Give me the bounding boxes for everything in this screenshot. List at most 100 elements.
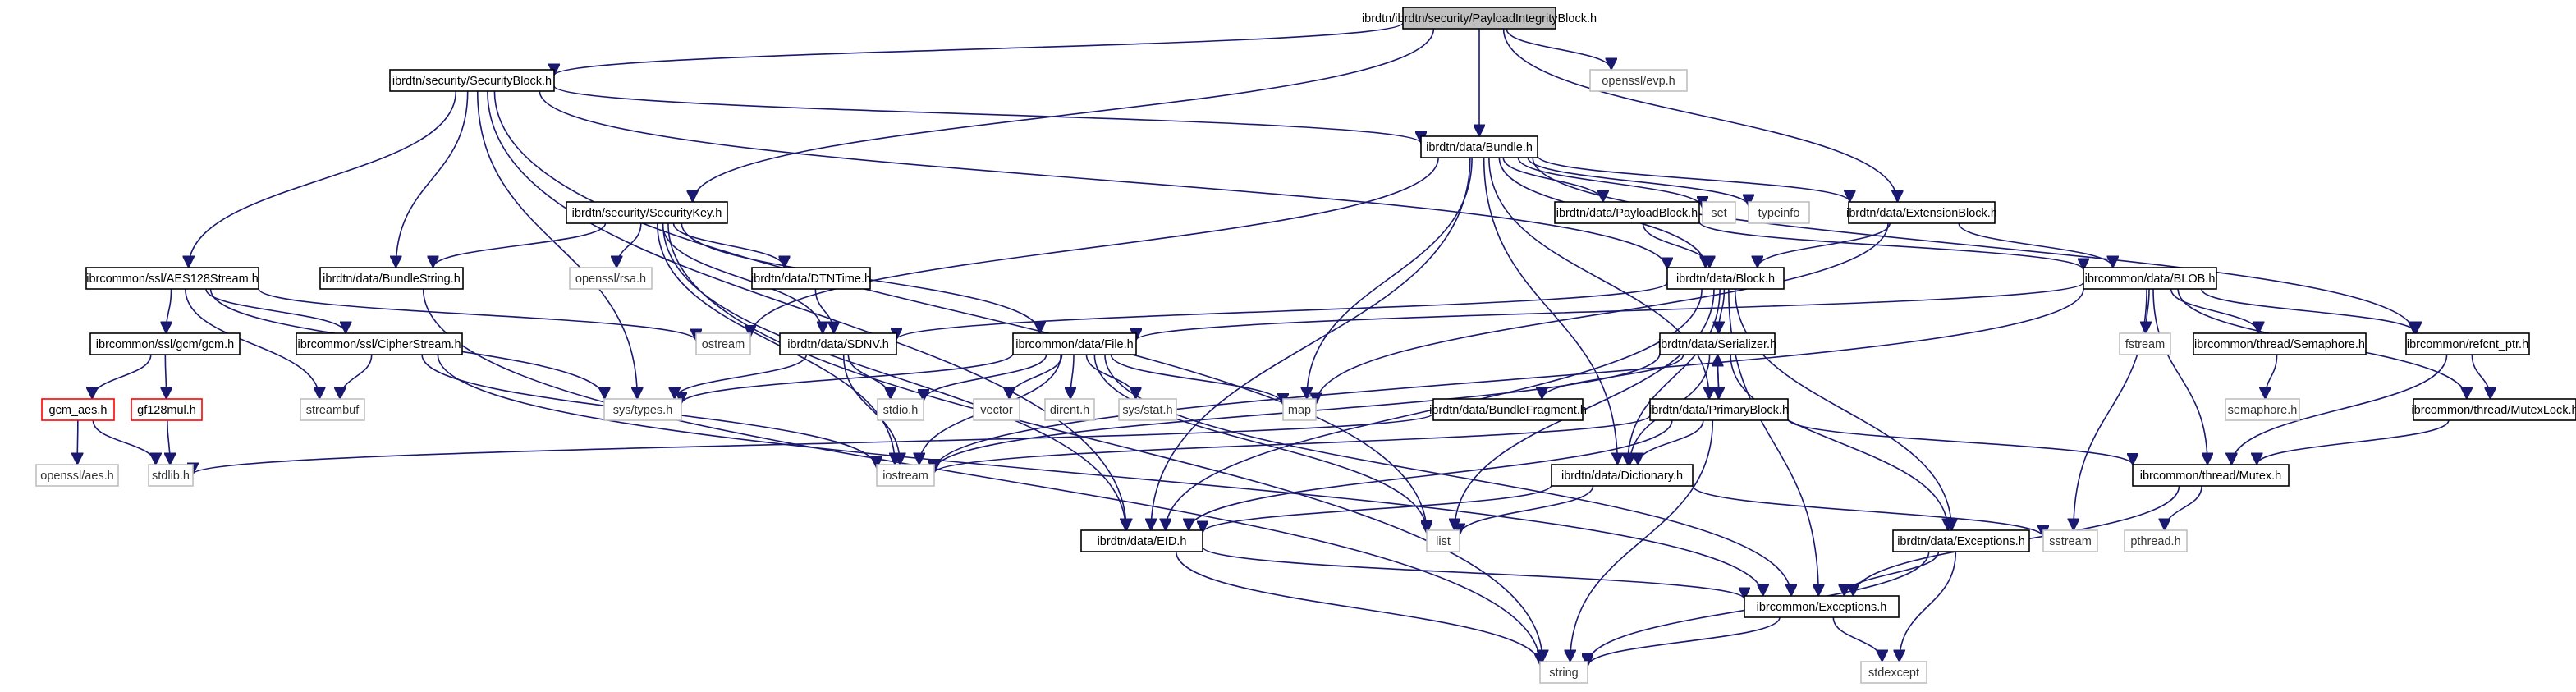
edge-layer bbox=[77, 22, 2490, 667]
edge-dexc-to-stdexcept bbox=[1900, 551, 1957, 662]
node-label-bundle: ibrdtn/data/Bundle.h bbox=[1426, 141, 1533, 154]
node-box-seckey bbox=[566, 201, 728, 224]
edge-refcnt-to-mutex bbox=[2231, 354, 2448, 465]
node-pthread: pthread.h bbox=[2124, 529, 2188, 552]
node-label-stdexcept: stdexcept bbox=[1868, 667, 1919, 680]
node-exc[interactable]: ibrcommon/Exceptions.h bbox=[1744, 595, 1900, 618]
node-label-vector: vector bbox=[980, 404, 1013, 417]
edge-eid-to-exc bbox=[1202, 546, 1744, 600]
node-refcnt[interactable]: ibrcommon/refcnt_ptr.h bbox=[2405, 332, 2530, 355]
node-sema[interactable]: ibrcommon/thread/Semaphore.h bbox=[2193, 332, 2367, 355]
node-label-bfrag: ibrdtn/data/BundleFragment.h bbox=[1429, 404, 1587, 417]
node-box-bstring bbox=[319, 267, 464, 290]
node-semah: semaphore.h bbox=[2225, 398, 2300, 421]
edge-bundle-to-dict bbox=[1483, 157, 1618, 465]
node-box-blob bbox=[2083, 267, 2217, 290]
edge-file-to-stdio bbox=[924, 354, 1047, 401]
node-label-pthread: pthread.h bbox=[2130, 535, 2180, 548]
node-box-gf128 bbox=[131, 398, 203, 421]
node-primary[interactable]: ibrdtn/data/PrimaryBlock.h bbox=[1649, 398, 1789, 421]
node-box-gcm bbox=[89, 332, 241, 355]
edge-secblock-to-systypes bbox=[476, 90, 638, 399]
node-box-typeinfo bbox=[1748, 201, 1810, 224]
node-bundle[interactable]: ibrdtn/data/Bundle.h bbox=[1420, 135, 1538, 158]
node-box-exc bbox=[1744, 595, 1900, 618]
node-label-extblock: ibrdtn/data/ExtensionBlock.h bbox=[1846, 207, 1997, 220]
edge-refcnt-to-mutexlock bbox=[2471, 354, 2490, 399]
edge-aes128-to-gcm bbox=[166, 288, 171, 333]
node-sysstat: sys/stat.h bbox=[1118, 398, 1177, 421]
edge-cipher-to-exc bbox=[437, 354, 1762, 596]
node-label-semah: semaphore.h bbox=[2228, 404, 2298, 417]
node-gcm[interactable]: ibrcommon/ssl/gcm/gcm.h bbox=[89, 332, 241, 355]
edge-dexc-to-exc bbox=[1845, 551, 1940, 597]
node-mutexlock[interactable]: ibrcommon/thread/MutexLock.h bbox=[2411, 398, 2576, 421]
node-label-secblock: ibrdtn/security/SecurityBlock.h bbox=[392, 75, 552, 88]
edge-root-to-secblock bbox=[554, 22, 1404, 76]
edge-block-to-sdnv bbox=[896, 282, 1668, 341]
node-label-primary: ibrdtn/data/PrimaryBlock.h bbox=[1649, 404, 1789, 417]
edge-gf128-to-stdlib bbox=[167, 419, 170, 465]
node-box-sstream bbox=[2042, 529, 2098, 552]
node-mutex[interactable]: ibrcommon/thread/Mutex.h bbox=[2132, 464, 2290, 487]
node-box-string bbox=[1539, 661, 1588, 684]
node-serial[interactable]: ibrdtn/data/Serializer.h bbox=[1658, 332, 1776, 355]
node-label-serial: ibrdtn/data/Serializer.h bbox=[1658, 338, 1776, 351]
edge-dict-to-sstream bbox=[1692, 485, 2043, 538]
edge-aes128-to-streambuf bbox=[185, 288, 319, 399]
node-box-iostream bbox=[876, 464, 935, 487]
node-bstring[interactable]: ibrdtn/data/BundleString.h bbox=[319, 267, 464, 290]
edge-sema-to-semah bbox=[2265, 354, 2278, 399]
node-list: list bbox=[1426, 529, 1460, 552]
edge-payload-to-blob bbox=[1698, 221, 2083, 271]
node-blob[interactable]: ibrcommon/data/BLOB.h bbox=[2083, 267, 2217, 290]
node-vector: vector bbox=[973, 398, 1020, 421]
node-label-dict: ibrdtn/data/Dictionary.h bbox=[1561, 470, 1683, 483]
node-layer: ibrdtn/ibrdtn/security/PayloadIntegrityB… bbox=[35, 7, 2576, 684]
edge-primary-to-mutex bbox=[1787, 418, 2133, 465]
node-box-list bbox=[1426, 529, 1460, 552]
node-label-sstream: sstream bbox=[2049, 535, 2092, 548]
node-box-stdlib bbox=[148, 464, 194, 487]
node-eid[interactable]: ibrdtn/data/EID.h bbox=[1080, 529, 1203, 552]
node-stdlib: stdlib.h bbox=[148, 464, 194, 487]
node-aes128[interactable]: ibrcommon/ssl/AES128Stream.h bbox=[85, 267, 259, 290]
edge-bundle-to-refcnt bbox=[1532, 157, 2414, 333]
node-cipher[interactable]: ibrcommon/ssl/CipherStream.h bbox=[296, 332, 463, 355]
node-root[interactable]: ibrdtn/ibrdtn/security/PayloadIntegrityB… bbox=[1362, 7, 1597, 30]
node-label-bstring: ibrdtn/data/BundleString.h bbox=[323, 273, 461, 286]
node-label-streambuf: streambuf bbox=[306, 404, 360, 417]
node-bfrag[interactable]: ibrdtn/data/BundleFragment.h bbox=[1429, 398, 1587, 421]
node-dexc[interactable]: ibrdtn/data/Exceptions.h bbox=[1892, 529, 2030, 552]
node-systypes: sys/types.h bbox=[603, 398, 682, 421]
node-label-map: map bbox=[1288, 404, 1311, 417]
edge-secblock-to-eid bbox=[487, 90, 1126, 530]
node-seckey[interactable]: ibrdtn/security/SecurityKey.h bbox=[566, 201, 728, 224]
edge-bundle-to-map bbox=[1307, 157, 1473, 399]
node-dict[interactable]: ibrdtn/data/Dictionary.h bbox=[1551, 464, 1694, 487]
edge-extblock-to-block bbox=[1758, 222, 1891, 268]
node-box-aes128 bbox=[85, 267, 259, 290]
node-block[interactable]: ibrdtn/data/Block.h bbox=[1666, 267, 1785, 290]
node-extblock[interactable]: ibrdtn/data/ExtensionBlock.h bbox=[1846, 201, 1997, 224]
node-dtntime[interactable]: ibrdtn/data/DTNTime.h bbox=[751, 267, 871, 290]
node-box-rsa bbox=[569, 267, 653, 290]
node-box-root bbox=[1402, 7, 1556, 30]
node-label-cipher: ibrcommon/ssl/CipherStream.h bbox=[297, 338, 461, 351]
node-box-dict bbox=[1551, 464, 1694, 487]
node-sdnv[interactable]: ibrdtn/data/SDNV.h bbox=[779, 332, 897, 355]
edge-bundle-to-set bbox=[1517, 157, 1703, 209]
node-label-dirent: dirent.h bbox=[1050, 404, 1089, 417]
edge-mutexlock-to-mutex bbox=[2257, 419, 2450, 465]
node-secblock[interactable]: ibrdtn/security/SecurityBlock.h bbox=[389, 69, 555, 92]
edge-bundle-to-typeinfo bbox=[1527, 157, 1749, 207]
node-map: map bbox=[1282, 398, 1317, 421]
node-ostream: ostream bbox=[695, 332, 751, 355]
node-label-systypes: sys/types.h bbox=[613, 404, 673, 417]
edge-seckey-to-dtntime bbox=[672, 222, 785, 268]
node-payload[interactable]: ibrdtn/data/PayloadBlock.h bbox=[1554, 201, 1700, 224]
edge-exc-to-stdexcept bbox=[1832, 616, 1882, 662]
node-box-refcnt bbox=[2405, 332, 2530, 355]
node-box-fstream bbox=[2119, 332, 2171, 355]
node-file[interactable]: ibrcommon/data/File.h bbox=[1012, 332, 1137, 355]
